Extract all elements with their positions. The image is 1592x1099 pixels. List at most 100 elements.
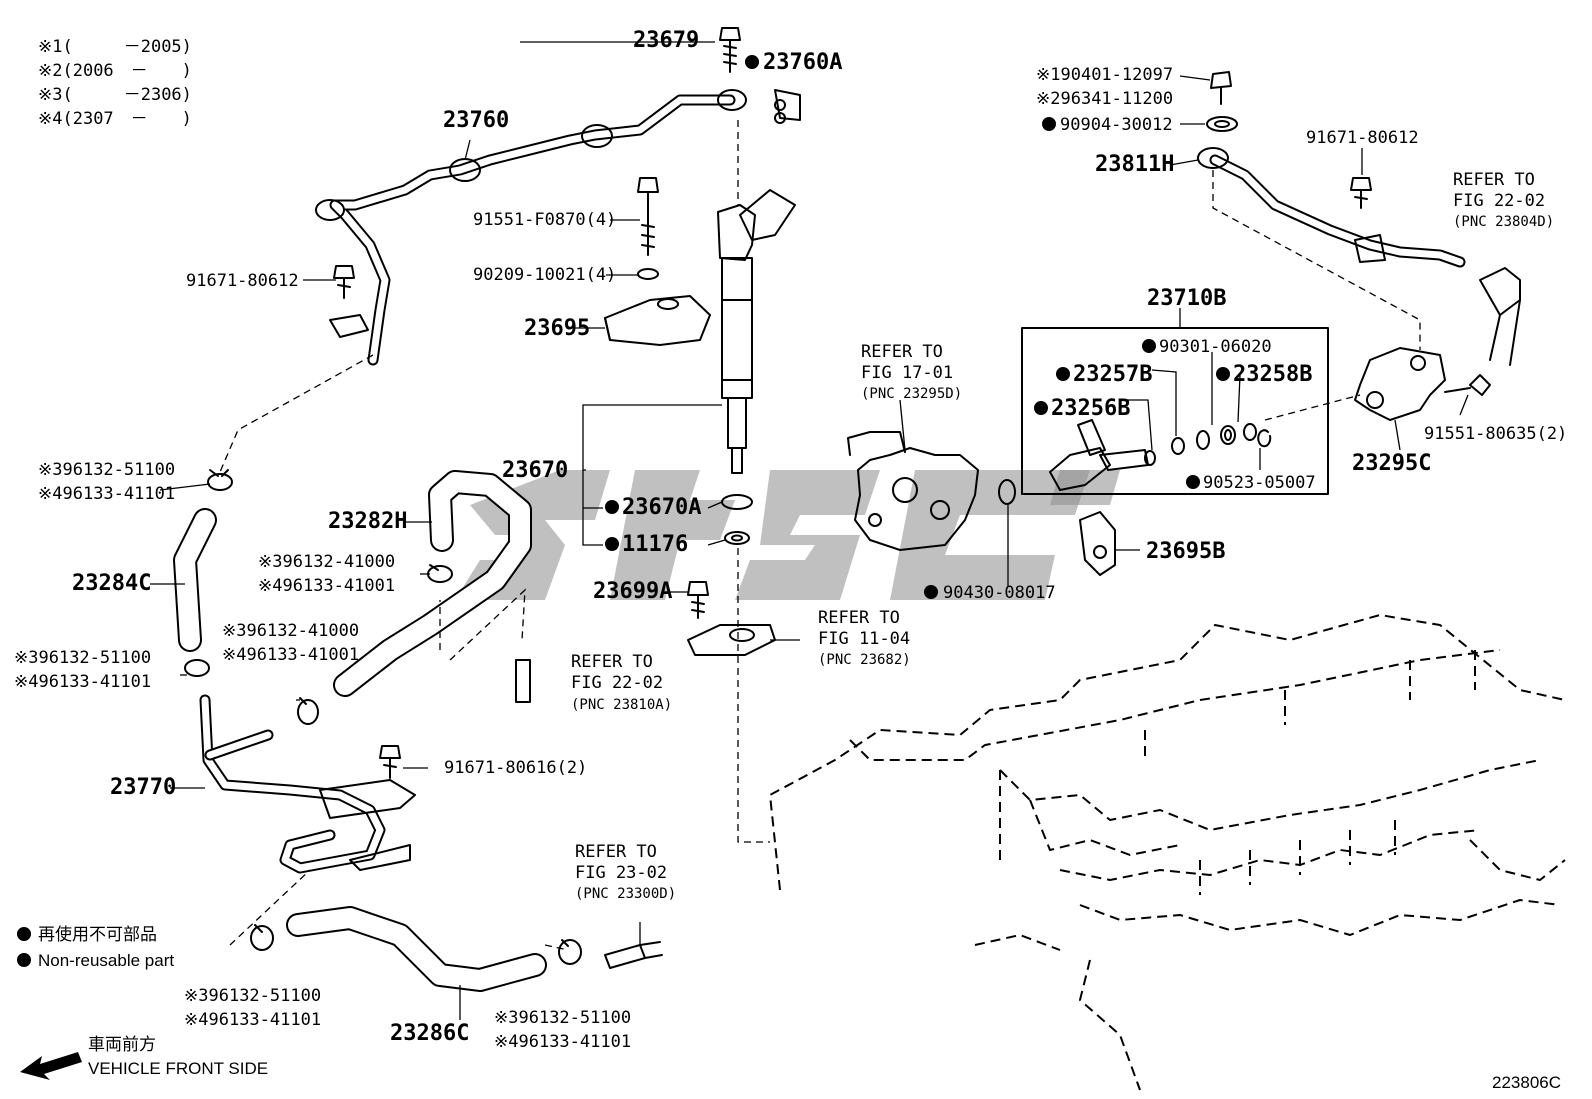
injector-seat-flange[interactable]	[687, 624, 776, 656]
svg-text:(PNC 23295D): (PNC 23295D)	[861, 386, 962, 402]
label-23699a: 23699A	[593, 579, 672, 604]
hose-23282h[interactable]	[333, 470, 532, 697]
label-23282h: 23282H	[328, 509, 407, 534]
label-91671-80612-left: 91671-80612	[186, 271, 299, 291]
pressure-sensor-23256b[interactable]	[1049, 419, 1156, 491]
ref-fig-11-04: REFER TO FIG 11-04 (PNC 23682)	[818, 608, 911, 668]
label-23695b: 23695B	[1146, 539, 1225, 564]
bolt-91551-80635[interactable]	[1444, 374, 1491, 396]
label-23710b: 23710B	[1147, 286, 1226, 311]
supply-pump-23295d[interactable]	[847, 431, 979, 551]
svg-text:※396132-51100: ※396132-51100	[494, 1008, 631, 1028]
snap-ring-90523-05007[interactable]	[1257, 429, 1272, 448]
svg-text:※496133-41101: ※496133-41101	[494, 1032, 631, 1052]
reference-notes: REFER TO FIG 17-01 (PNC 23295D) REFER TO…	[571, 170, 1554, 902]
svg-text:FIG 11-04: FIG 11-04	[818, 629, 910, 649]
label-90209: 90209-10021(4)	[473, 265, 616, 285]
svg-text:VEHICLE FRONT SIDE: VEHICLE FRONT SIDE	[88, 1059, 268, 1078]
hose-23284c[interactable]	[173, 508, 217, 652]
clamp-bracket-23760a[interactable]	[774, 89, 801, 124]
figure-id: 223806C	[1492, 1073, 1561, 1092]
fuel-injector-23670[interactable]	[717, 189, 796, 474]
label-90523-05007: 90523-05007	[1203, 473, 1316, 493]
hose-clamp-c[interactable]	[297, 697, 319, 725]
ref-fig-22-02-a: REFER TO FIG 22-02 (PNC 23804D)	[1453, 170, 1554, 230]
bolt-91671-80616[interactable]	[379, 745, 401, 779]
label-23256b: 23256B	[1051, 396, 1130, 421]
front-arrow-icon	[20, 1052, 82, 1080]
label-23295c: 23295C	[1352, 451, 1431, 476]
svg-text:FIG 22-02: FIG 22-02	[571, 673, 663, 693]
hose-clamp-e[interactable]	[250, 924, 274, 951]
svg-text:※496133-41101: ※496133-41101	[14, 672, 151, 692]
bolt-91551-f0870[interactable]	[637, 177, 659, 256]
bracket-23695b[interactable]	[1079, 511, 1116, 576]
svg-text:※396132-51100: ※396132-51100	[184, 986, 321, 1006]
svg-text:※496133-41001: ※496133-41001	[222, 645, 359, 665]
hose-clamp-b[interactable]	[427, 564, 453, 583]
fuel-pipe-23811h[interactable]	[1197, 147, 1466, 268]
svg-text:(PNC 23804D): (PNC 23804D)	[1453, 214, 1554, 230]
svg-text:※396132-51100: ※396132-51100	[38, 460, 175, 480]
label-23770: 23770	[110, 775, 176, 800]
washer-11176[interactable]	[724, 531, 750, 545]
injector-clamp-23695[interactable]	[604, 295, 711, 346]
svg-text:※396132-41000: ※396132-41000	[222, 621, 359, 641]
svg-text:※496133-41101: ※496133-41101	[38, 484, 175, 504]
svg-text:REFER TO: REFER TO	[575, 842, 657, 862]
label-23257b: 23257B	[1073, 362, 1152, 387]
svg-text:※4(2307 － ): ※4(2307 － )	[38, 109, 192, 129]
gasket-90904-30012[interactable]	[1206, 116, 1238, 132]
svg-text:車両前方: 車両前方	[88, 1035, 156, 1054]
bolt-90401-12097[interactable]	[1210, 71, 1232, 105]
hose-clamp-f[interactable]	[558, 939, 582, 965]
model-year-notes: ※1( －2005) ※2(2006 － ) ※3( －2306) ※4(230…	[38, 37, 192, 129]
label-91671-80616: 91671-80616(2)	[444, 758, 587, 778]
bolt-23699a[interactable]	[687, 581, 709, 619]
bolt-91671-80612-right[interactable]	[1350, 177, 1372, 209]
non-reusable-markers	[17, 55, 1230, 967]
svg-text:FIG 22-02: FIG 22-02	[1453, 191, 1545, 211]
svg-text:※190401-12097: ※190401-12097	[1036, 65, 1173, 85]
washer-23258b[interactable]	[1196, 430, 1210, 450]
svg-text:※396132-41000: ※396132-41000	[258, 552, 395, 572]
gasket-90430-08017[interactable]	[998, 479, 1016, 505]
svg-text:REFER TO: REFER TO	[861, 342, 943, 362]
svg-text:FIG 17-01: FIG 17-01	[861, 363, 953, 383]
fuel-return-pipe-23760[interactable]	[315, 89, 747, 366]
leader-lines	[150, 41, 1469, 1020]
ring-extra[interactable]	[1243, 423, 1257, 441]
fuel-pipe-23770[interactable]	[199, 694, 416, 874]
legend-jp: 再使用不可部品	[38, 924, 157, 944]
label-23670: 23670	[502, 458, 568, 483]
svg-text:※2(2006 － ): ※2(2006 － )	[38, 61, 192, 81]
svg-text:(PNC 23810A): (PNC 23810A)	[571, 697, 672, 713]
hose-clamp-d[interactable]	[184, 659, 210, 677]
pipe-end-23804d[interactable]	[1479, 267, 1521, 366]
svg-text:(PNC 23682): (PNC 23682)	[818, 652, 911, 668]
clamp-labels: ※396132-51100 ※496133-41101 ※396132-4100…	[14, 460, 631, 1052]
svg-text:※1( －2005): ※1( －2005)	[38, 37, 192, 57]
hose-end-23300d[interactable]	[604, 941, 663, 969]
svg-text:REFER TO: REFER TO	[571, 652, 653, 672]
label-90401-12097: 90401-12097	[1060, 65, 1173, 85]
ring-90301-06020[interactable]	[1220, 425, 1236, 445]
bolt-91671-80612-left[interactable]	[333, 265, 355, 299]
label-23286c: 23286C	[390, 1021, 469, 1046]
hose-23286c[interactable]	[286, 906, 547, 992]
svg-text:REFER TO: REFER TO	[818, 608, 900, 628]
repair-kit-23710b-box	[1021, 327, 1329, 495]
ref-fig-17-01: REFER TO FIG 17-01 (PNC 23295D)	[861, 342, 962, 402]
svg-text:※3( －2306): ※3( －2306)	[38, 85, 192, 105]
label-91671-80612-right: 91671-80612	[1306, 128, 1419, 148]
washer-90209-10021[interactable]	[637, 268, 659, 280]
vehicle-front-indicator: 車両前方 VEHICLE FRONT SIDE	[20, 1035, 268, 1080]
svg-text:※296341-11200: ※296341-11200	[1036, 89, 1173, 109]
hose-clamp-a[interactable]	[207, 469, 233, 491]
bolt-23679[interactable]	[719, 27, 741, 73]
label-23670a: 23670A	[622, 495, 701, 520]
o-ring-23257b[interactable]	[1171, 437, 1185, 455]
hose-end-23810a[interactable]	[515, 659, 531, 703]
label-91551-80635: 91551-80635(2)	[1424, 424, 1567, 444]
valve-body-23295c[interactable]	[1354, 347, 1446, 421]
